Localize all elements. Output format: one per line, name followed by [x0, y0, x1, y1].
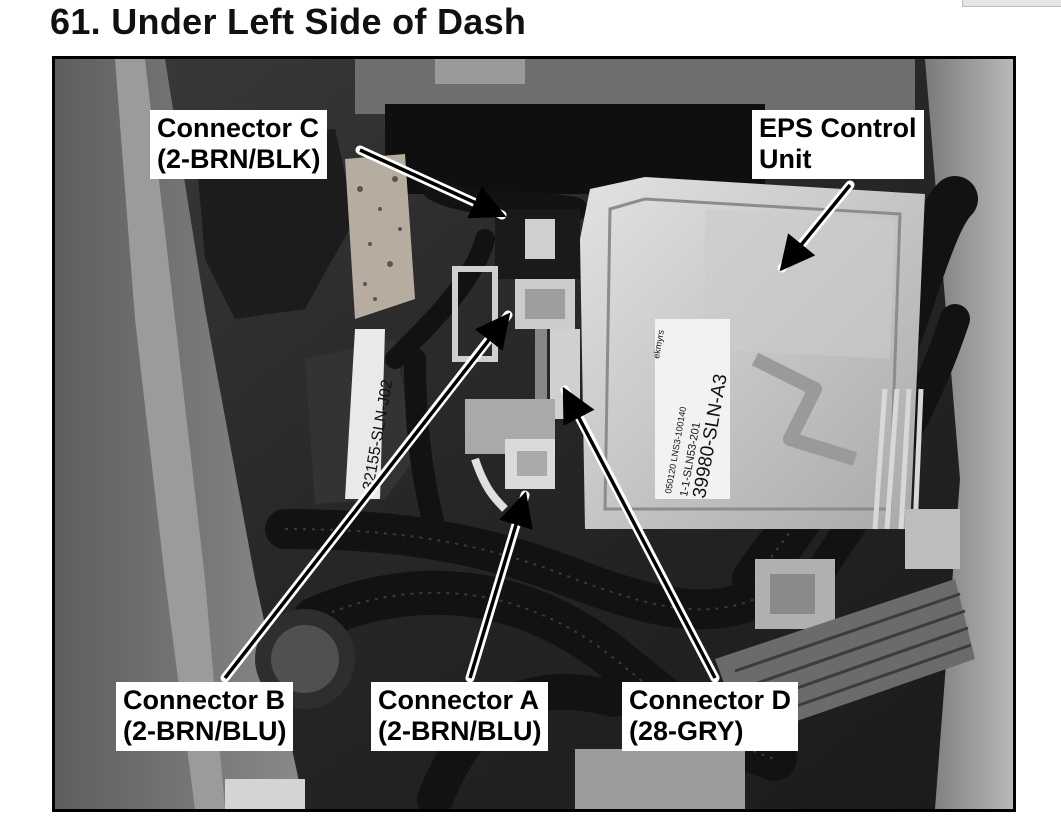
callout-connector-a: Connector A (2-BRN/BLU)	[371, 682, 549, 751]
callout-connector-c: Connector C (2-BRN/BLK)	[150, 110, 328, 179]
connector-a-spec: (2-BRN/BLU)	[378, 716, 542, 746]
callout-connector-d: Connector D (28-GRY)	[622, 682, 798, 751]
connector-d-name: Connector D	[629, 685, 791, 715]
callout-connector-b: Connector B (2-BRN/BLU)	[116, 682, 294, 751]
eps-unit-line2: Unit	[759, 144, 812, 174]
page-title: 61. Under Left Side of Dash	[50, 1, 527, 42]
connector-b-spec: (2-BRN/BLU)	[123, 716, 287, 746]
callout-eps-unit: EPS Control Unit	[752, 110, 924, 179]
connector-c-spec: (2-BRN/BLK)	[157, 144, 321, 174]
connector-d-spec: (28-GRY)	[629, 716, 744, 746]
corner-tab	[962, 0, 1061, 7]
connector-c-name: Connector C	[157, 113, 319, 143]
eps-unit-line1: EPS Control	[759, 113, 917, 143]
connector-b-name: Connector B	[123, 685, 285, 715]
connector-a-name: Connector A	[378, 685, 539, 715]
